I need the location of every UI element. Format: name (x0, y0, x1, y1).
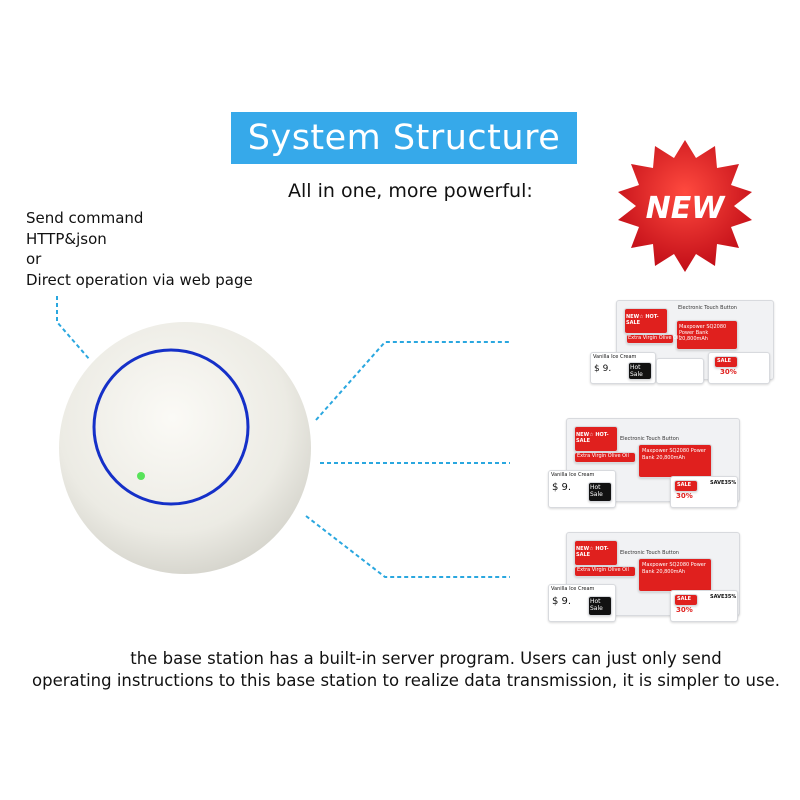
caption-line: the base station has a built-in server p… (130, 649, 722, 668)
tag-text: Maxpower SQ2080 Power Bank 20,800mAh (642, 448, 706, 461)
tag-text: NEW☆ HOT-SALE (576, 546, 609, 558)
tag-text: 30% (720, 368, 737, 376)
badge-text: NEW (646, 191, 727, 226)
command-description: Send command HTTP&json or Direct operati… (26, 208, 253, 290)
connector-to-tags-top (315, 341, 510, 421)
connector-to-tags-bottom (305, 515, 510, 578)
tag-text: Maxpower SQ2080 Power Bank 20,800mAh (679, 324, 727, 342)
tag-price: $ 9. (552, 596, 572, 607)
page-title: System Structure (247, 118, 561, 158)
title-banner: System Structure (231, 112, 577, 164)
command-line: or (26, 250, 42, 268)
tag-text: NEW☆ HOT-SALE (626, 314, 659, 326)
tag-text: SAVE35% (710, 594, 737, 600)
shelf-label-group-middle: NEW☆ HOT-SALE Electronic Touch Button Ma… (520, 418, 770, 514)
new-badge: NEW (618, 140, 752, 272)
blue-led-ring (92, 348, 250, 506)
base-station-device (59, 322, 311, 574)
tag-price: $ 9. (552, 482, 572, 493)
tag-text: NEW☆ HOT-SALE (576, 432, 609, 444)
tag-price: $ 9. (594, 364, 612, 374)
tag-text: Extra Virgin Olive Oil (577, 453, 629, 459)
tag-text: Electronic Touch Button (678, 305, 737, 311)
tag-text: SAVE35% (710, 480, 737, 486)
shelf-label-group-bottom: NEW☆ HOT-SALE Electronic Touch Button Ma… (520, 532, 770, 628)
tag-text: Extra Virgin Olive Oil (577, 567, 629, 573)
tag-text: Hot Sale (590, 598, 603, 612)
tag-text: SALE (677, 482, 692, 488)
tag-text: Hot Sale (630, 364, 643, 378)
tag-text: Hot Sale (590, 484, 603, 498)
tag-text: Extra Virgin Olive Oil (628, 335, 680, 341)
shelf-label-group-top: NEW☆ HOT-SALE Electronic Touch Button Ma… (568, 300, 784, 390)
tag-text: SALE (677, 596, 692, 602)
tag-text: Vanilla Ice Cream (593, 354, 637, 360)
tag-text: Electronic Touch Button (620, 436, 679, 442)
subtitle: All in one, more powerful: (288, 180, 533, 202)
caption-line: operating instructions to this base stat… (32, 671, 780, 690)
status-led-icon (137, 472, 145, 480)
tag-text: Maxpower SQ2080 Power Bank 20,800mAh (642, 562, 706, 575)
command-line: HTTP&json (26, 229, 107, 248)
tag-text: 30% (676, 492, 693, 500)
tag-text: 30% (676, 606, 693, 614)
command-line: Send command (26, 209, 144, 227)
command-line: Direct operation via web page (26, 270, 253, 289)
tag-text: Vanilla Ice Cream (551, 586, 595, 592)
tag-text: Vanilla Ice Cream (551, 472, 595, 478)
starburst-shape (618, 140, 752, 272)
caption: the base station has a built-in server p… (26, 648, 786, 692)
tag-text: SALE (717, 358, 732, 364)
tag-text: Electronic Touch Button (620, 550, 679, 556)
